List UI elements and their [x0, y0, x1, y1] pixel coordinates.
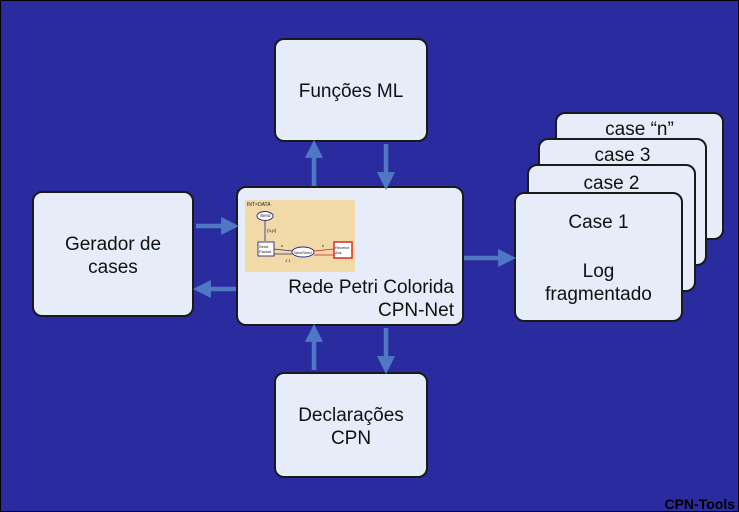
thumb-label-mid: (n,p)	[267, 228, 277, 233]
case-generator-label-line1: Gerador de	[64, 234, 162, 255]
thumb-place-send: Send	[260, 213, 271, 218]
arc-nextsend-receive	[313, 248, 335, 252]
arc-sendpacket-nextsend	[273, 248, 293, 252]
petri-net-graphic	[256, 211, 353, 259]
declarations-box: Declarações CPN	[274, 372, 428, 478]
thumb-arc-1: 1`1	[285, 258, 291, 263]
cpn-tools-label: CPN-Tools	[664, 496, 735, 512]
thumb-arc-n: n	[281, 243, 284, 248]
place-send-shape	[256, 211, 274, 221]
ml-functions-box: Funções ML	[274, 38, 428, 142]
case-2-label: case 2	[583, 173, 640, 194]
petri-net-thumbnail: INT×DATA Send (n,p) Send Packet NextSend…	[245, 200, 355, 272]
case-generator-box: Gerador de cases	[32, 191, 194, 317]
cpn-net-label-line2: CPN-Net	[377, 300, 454, 321]
place-nextsend-shape	[291, 246, 315, 258]
declarations-label-line1: Declarações	[298, 405, 404, 426]
case-generator-label-line2: cases	[88, 257, 138, 278]
thumb-label-top: INT×DATA	[247, 202, 271, 208]
case-1-title: Case 1	[568, 212, 629, 233]
thumb-arc-k: k	[322, 243, 324, 248]
thumb-transition-receive: Receive Ack	[335, 245, 350, 255]
case-1-log-line1: Log	[582, 261, 615, 282]
ml-functions-label: Funções ML	[298, 81, 404, 102]
declarations-label-line2: CPN	[330, 428, 372, 449]
case-n-label: case “n”	[605, 119, 674, 140]
thumb-place-nextsend: NextSend	[294, 250, 312, 255]
cpn-net-label-line1: Rede Petri Colorida	[288, 277, 454, 298]
case-3-label: case 3	[594, 145, 651, 166]
transition-receive-ack-shape	[333, 241, 353, 259]
thumb-transition-send: Send Packet	[259, 244, 272, 254]
case-1-card: Case 1 Log fragmentado	[514, 192, 683, 322]
case-1-log-line2: fragmentado	[545, 284, 652, 305]
